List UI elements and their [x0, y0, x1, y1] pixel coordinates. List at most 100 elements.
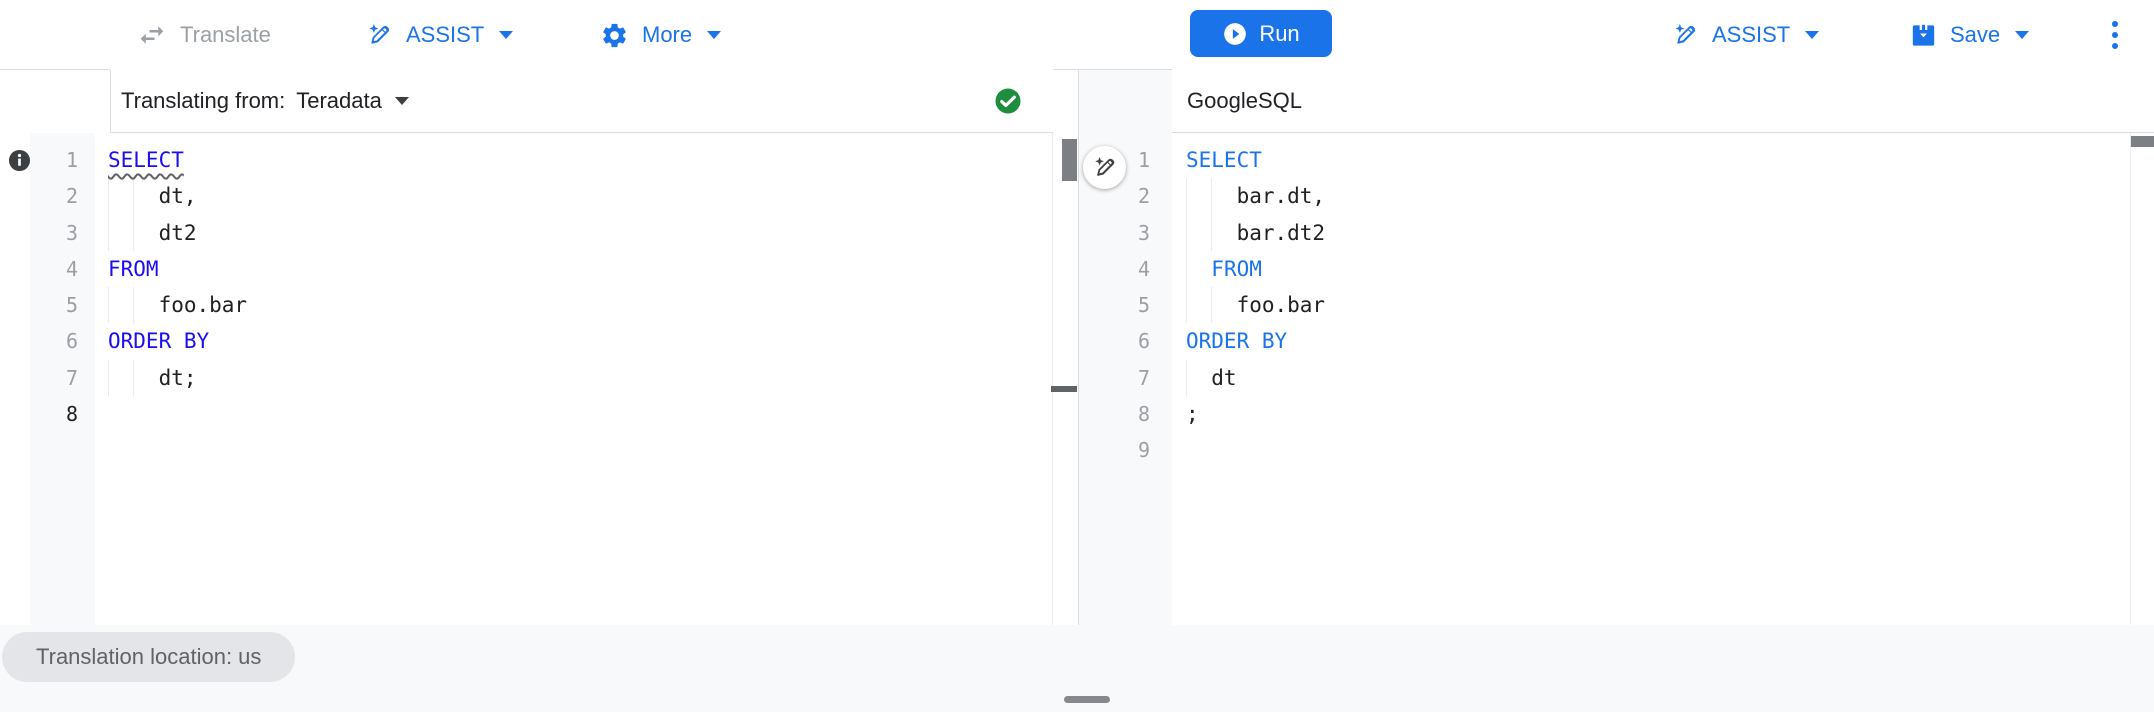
more-label: More [642, 22, 693, 47]
source-dialect-value: Teradata [296, 88, 382, 113]
panel-resize-handle[interactable] [1064, 696, 1110, 703]
sql-keyword: SELECT [108, 148, 184, 172]
code-line: ORDER BY [1186, 323, 2086, 359]
sql-text: bar.dt, [1186, 184, 1326, 209]
pane-divider[interactable] [1078, 70, 1079, 625]
assist-dropdown-left[interactable]: ASSIST [366, 0, 514, 70]
run-button[interactable]: Run [1190, 10, 1332, 57]
translate-label: Translate [180, 22, 271, 47]
source-scrollbar-thumb[interactable] [1062, 139, 1077, 181]
source-pane-header: Translating from: Teradata [110, 70, 1053, 133]
kebab-dot [2112, 32, 2118, 38]
sql-keyword: ORDER BY [1186, 329, 1288, 354]
sql-text [1186, 257, 1211, 281]
code-line: FROM [108, 251, 1008, 287]
chevron-down-icon [2015, 31, 2030, 39]
translating-from-label: Translating from: [121, 88, 286, 113]
result-scrollbar-thumb[interactable] [2131, 136, 2154, 147]
result-editor-surface [1079, 70, 2154, 625]
result-line-numbers: 1 2 3 4 5 6 7 8 9 [1098, 142, 1150, 469]
line-number: 7 [65, 365, 78, 390]
code-line: foo.bar [108, 287, 1008, 324]
source-dialect-dropdown[interactable]: Teradata [296, 88, 409, 114]
assist-right-label: ASSIST [1712, 22, 1791, 47]
code-line: foo.bar [1186, 287, 2086, 324]
kebab-dot [2112, 21, 2118, 27]
swap-horizontal-icon [137, 20, 167, 50]
gear-icon [600, 21, 629, 50]
toolbar-border-mid-segment [1053, 69, 1172, 70]
sql-text: bar.dt2 [1186, 220, 1326, 245]
line-number: 6 [1137, 329, 1150, 354]
line-number: 1 [1137, 148, 1150, 172]
sql-text: foo.bar [1186, 293, 1326, 318]
more-dropdown[interactable]: More [600, 0, 722, 70]
line-number: 9 [1137, 438, 1150, 463]
info-circle-icon[interactable] [8, 149, 31, 172]
save-dropdown[interactable]: Save [1910, 0, 2030, 70]
magic-pencil-icon [1672, 22, 1699, 49]
code-line: dt; [108, 359, 1008, 397]
code-line [108, 396, 1008, 432]
magic-pencil-icon [1092, 155, 1118, 181]
code-line [1186, 432, 2086, 468]
line-number: 1 [65, 148, 78, 172]
sql-text: dt [1186, 365, 1237, 390]
line-number: 8 [65, 402, 78, 427]
source-editor-gutter [30, 133, 95, 625]
result-pane-header: GoogleSQL [1172, 70, 2154, 133]
sql-keyword: ORDER BY [108, 329, 210, 354]
code-line: FROM [1186, 250, 2086, 288]
result-scrollbar-track [2130, 133, 2131, 625]
sql-text: dt2 [108, 220, 197, 245]
translation-location-text: Translation location: us [36, 644, 262, 669]
magic-pencil-icon [366, 22, 393, 49]
line-number: 8 [1137, 402, 1150, 427]
code-line: bar.dt2 [1186, 214, 2086, 251]
sql-keyword: FROM [108, 256, 159, 281]
run-label: Run [1259, 20, 1300, 46]
code-line: dt, [108, 178, 1008, 215]
sql-text: foo.bar [108, 293, 248, 318]
code-line: dt [1186, 359, 2086, 397]
code-line: ORDER BY [108, 323, 1008, 359]
code-line: ; [1186, 396, 2086, 432]
sql-keyword: SELECT [1186, 148, 1262, 172]
line-number: 2 [1137, 184, 1150, 209]
sql-text: dt, [108, 184, 197, 209]
line-number: 5 [1137, 293, 1150, 318]
kebab-dot [2112, 43, 2118, 49]
code-line: SELECT [108, 142, 1008, 178]
sql-keyword: FROM [1211, 256, 1262, 281]
translation-location-chip: Translation location: us [2, 632, 296, 682]
line-number: 3 [65, 220, 78, 245]
assist-dropdown-right[interactable]: ASSIST [1672, 0, 1820, 70]
chevron-down-icon [394, 97, 409, 105]
chevron-down-icon [1805, 31, 1820, 39]
overview-ruler-cursor-mark [1051, 386, 1077, 392]
line-number: 7 [1137, 365, 1150, 390]
save-label: Save [1950, 22, 2001, 47]
sql-text: dt; [108, 365, 197, 390]
translate-button[interactable]: Translate [137, 0, 271, 70]
line-number: 3 [1137, 220, 1150, 245]
code-line: SELECT [1186, 142, 2086, 178]
code-line: bar.dt, [1186, 178, 2086, 215]
kebab-menu-button[interactable] [2100, 0, 2130, 70]
inline-assist-button[interactable] [1083, 146, 1126, 189]
sql-text: ; [1186, 402, 1199, 427]
top-toolbar: Translate ASSIST More Run AS [0, 0, 2154, 70]
chevron-down-icon [707, 31, 722, 39]
source-editor-surface [0, 70, 1078, 625]
line-number: 4 [1137, 256, 1150, 281]
save-box-down-arrow-icon [1910, 22, 1937, 49]
line-number: 5 [65, 293, 78, 318]
source-scrollbar-track [1052, 133, 1053, 625]
assist-label: ASSIST [406, 22, 485, 47]
googlesql-label: GoogleSQL [1187, 88, 1302, 113]
toolbar-border-left-segment [0, 69, 110, 70]
line-number: 6 [65, 329, 78, 354]
